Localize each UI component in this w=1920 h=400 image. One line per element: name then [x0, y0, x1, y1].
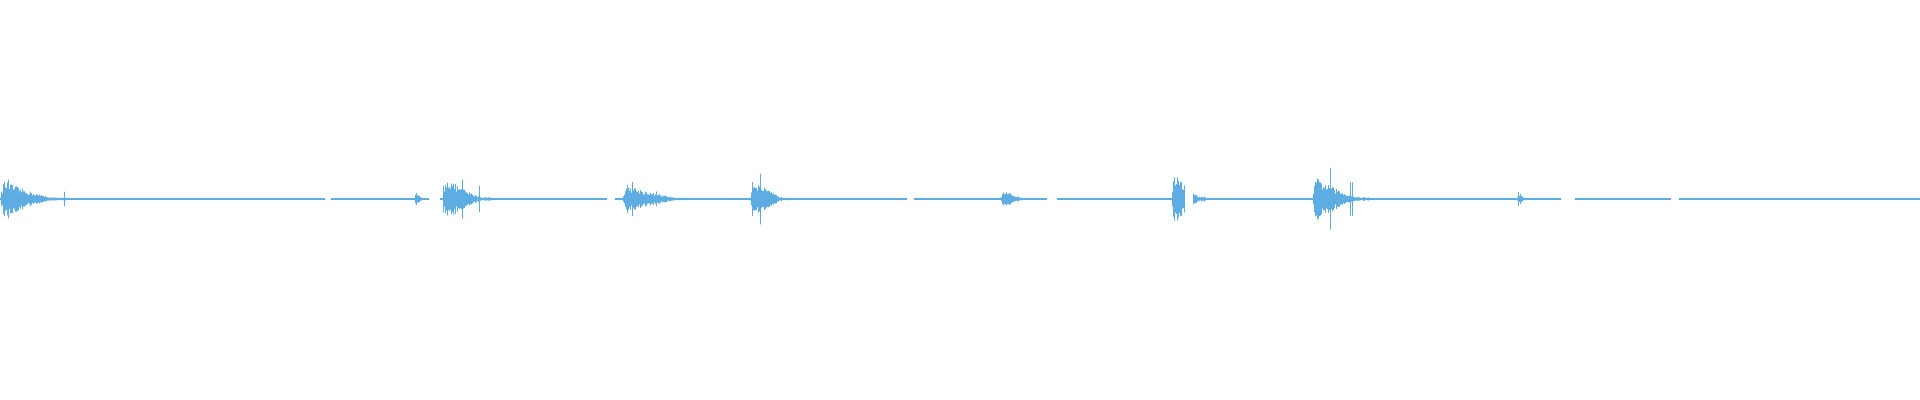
waveform-bars — [0, 168, 1920, 230]
